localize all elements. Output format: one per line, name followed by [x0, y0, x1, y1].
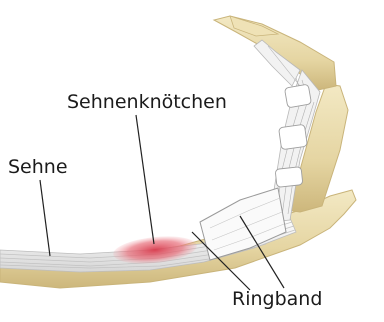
label-tendon: Sehne — [8, 158, 68, 177]
label-tendon-nodule: Sehnenknötchen — [67, 93, 227, 112]
label-pulley: Ringband — [232, 290, 322, 309]
